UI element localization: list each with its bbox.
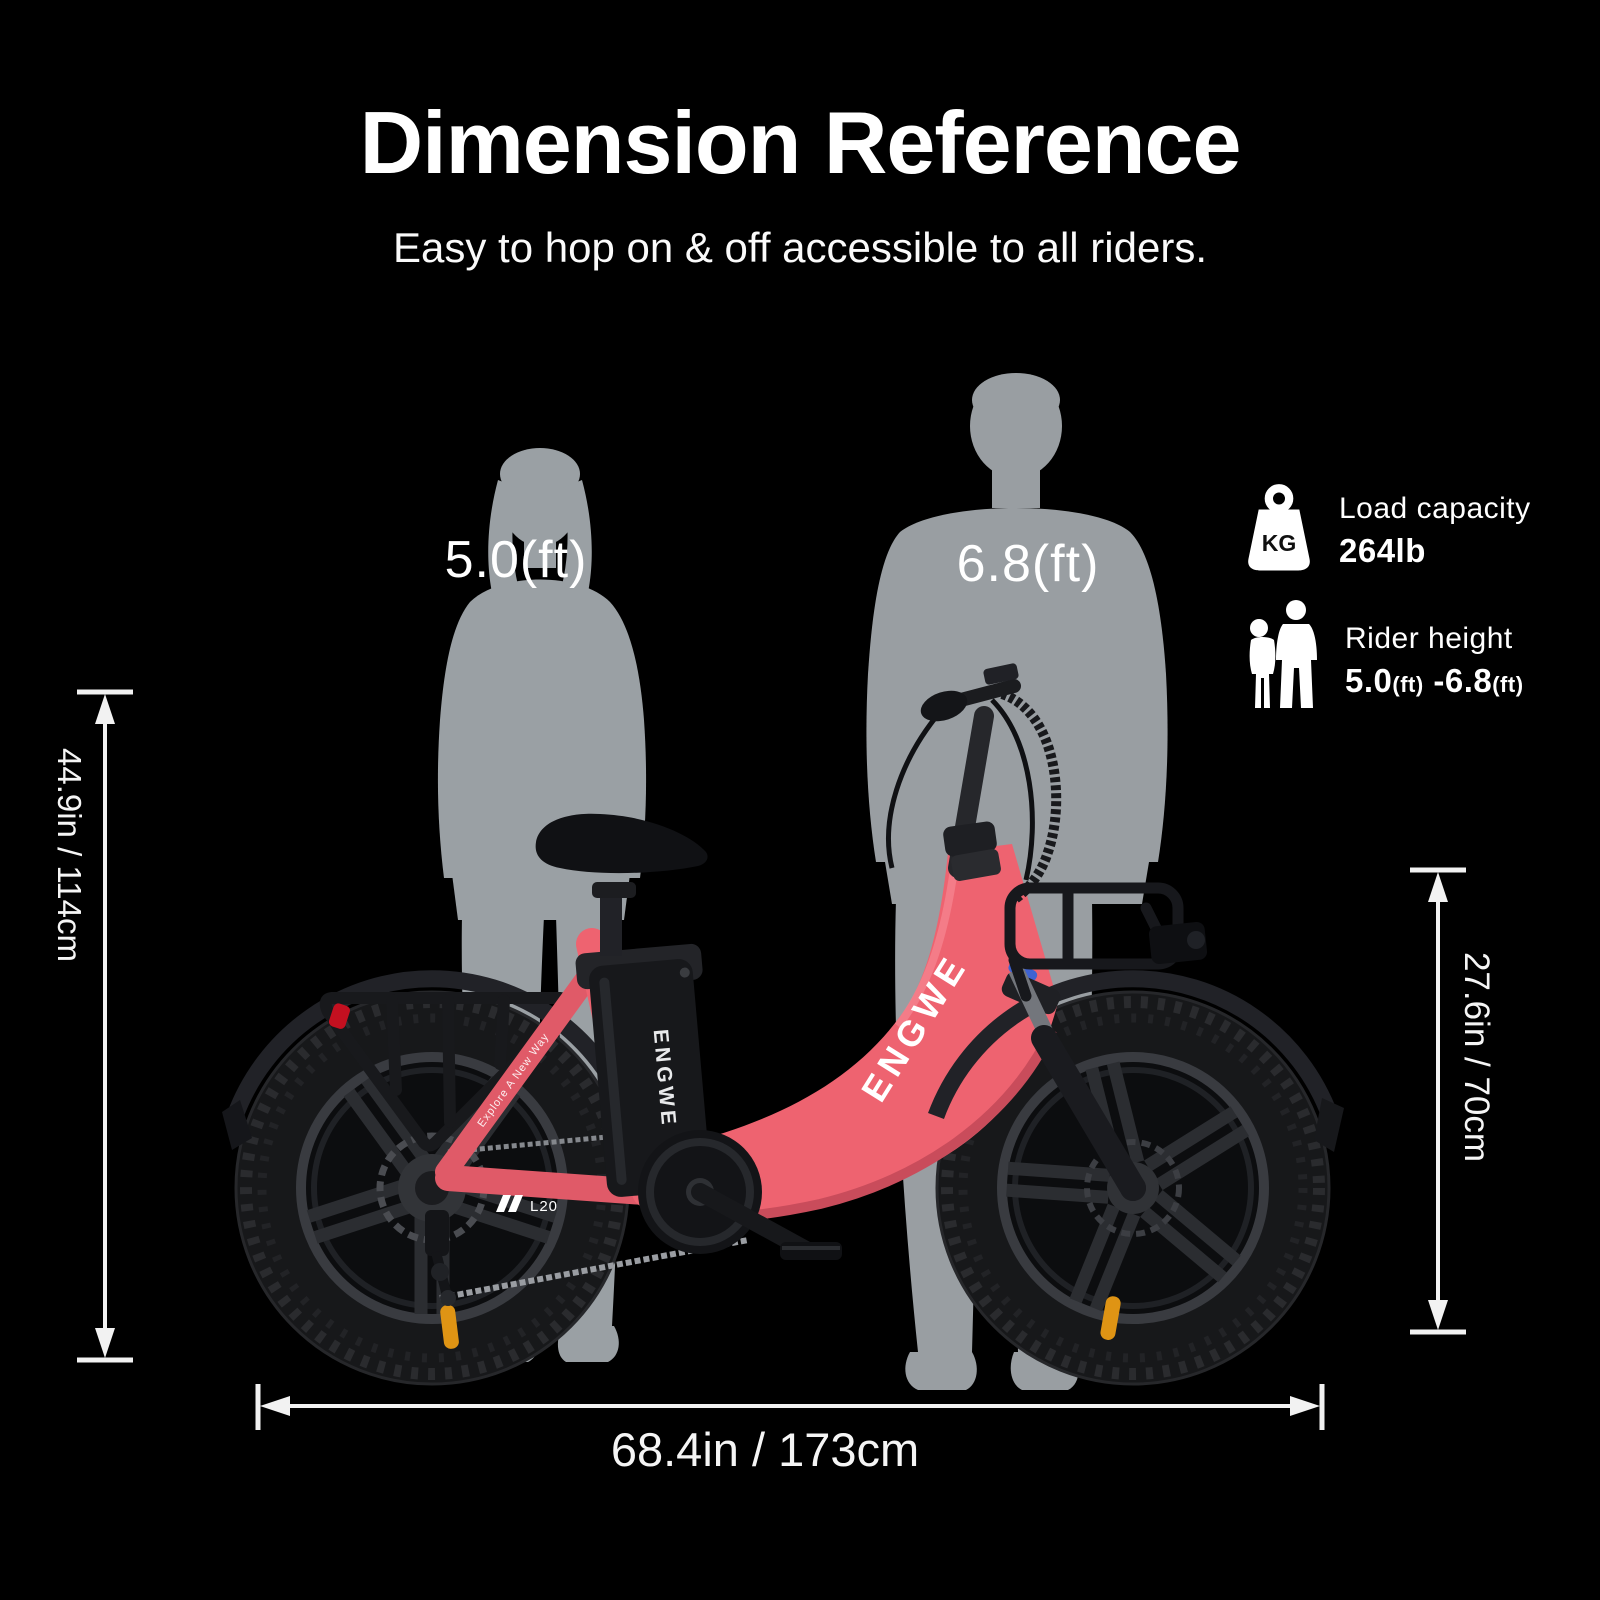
front-wheel-reflector (1100, 1296, 1121, 1340)
front-mudflap (1314, 1098, 1344, 1152)
weight-kg-icon: KG (1248, 484, 1310, 571)
rider-height-max-unit: (ft) (1492, 672, 1524, 697)
model-label-text: L20 (530, 1198, 558, 1215)
load-capacity-spec: KG Load capacity 264lb (1243, 484, 1531, 572)
dimension-arrows (77, 689, 1466, 1430)
load-capacity-value: 264lb (1339, 532, 1426, 569)
female-height-label: 5.0(ft) (444, 531, 588, 589)
overall-height-arrow (77, 689, 133, 1363)
rider-height-min-unit: (ft) (1392, 672, 1424, 697)
page-title: Dimension Reference (359, 93, 1242, 192)
model-badge: L20 (496, 1195, 558, 1215)
rider-height-min: 5.0 (1345, 662, 1393, 699)
headlight (1148, 921, 1208, 965)
rider-height-max: 6.8 (1444, 662, 1493, 699)
ebike-illustration: Explore A New Way L20 ENGWE ENGWE (222, 663, 1344, 1386)
coiled-cable (1000, 689, 1062, 907)
rider-height-value: 5.0(ft) -6.8(ft) (1345, 662, 1524, 700)
grip (920, 690, 968, 722)
handlebar-assembly (886, 663, 1062, 907)
rear-wheel-reflector (440, 1304, 459, 1349)
rider-height-label: Rider height (1345, 622, 1513, 655)
brake-cable (990, 698, 1035, 881)
front-height-dimension: 27.6in / 70cm (1457, 951, 1496, 1163)
pedal (780, 1242, 842, 1260)
kg-icon-text: KG (1262, 530, 1297, 556)
rear-fender (227, 970, 637, 1119)
page-subtitle: Easy to hop on & off accessible to all r… (393, 224, 1207, 271)
male-height-label: 6.8(ft) (956, 535, 1100, 593)
overall-height-dimension: 44.9in / 114cm (51, 747, 88, 963)
riders-icon (1249, 600, 1317, 708)
rear-wheel (234, 990, 630, 1386)
saddle (535, 813, 708, 956)
rider-height-separator: - (1423, 662, 1445, 699)
front-height-arrow (1410, 867, 1466, 1335)
crankset (638, 1130, 842, 1260)
derailleur (425, 1210, 456, 1306)
seatpost (600, 892, 622, 956)
fork-lower-leg (1031, 1025, 1146, 1201)
frame-highlight (894, 861, 959, 1029)
seatstay (435, 949, 611, 1183)
overall-length-dimension: 68.4in / 173cm (610, 1423, 920, 1476)
front-disc-brake (1084, 1139, 1182, 1237)
rider-height-spec: Rider height 5.0(ft) -6.8(ft) (1241, 596, 1524, 710)
tail-light (328, 1003, 350, 1029)
frame-swoosh (652, 844, 1058, 1216)
crank-arm (691, 1183, 815, 1259)
overall-length-arrow (255, 1384, 1325, 1430)
load-capacity-label: Load capacity (1339, 492, 1531, 525)
front-fender (928, 970, 1338, 1119)
rear-mudflap (222, 1100, 252, 1150)
brake-lever (983, 663, 1019, 685)
